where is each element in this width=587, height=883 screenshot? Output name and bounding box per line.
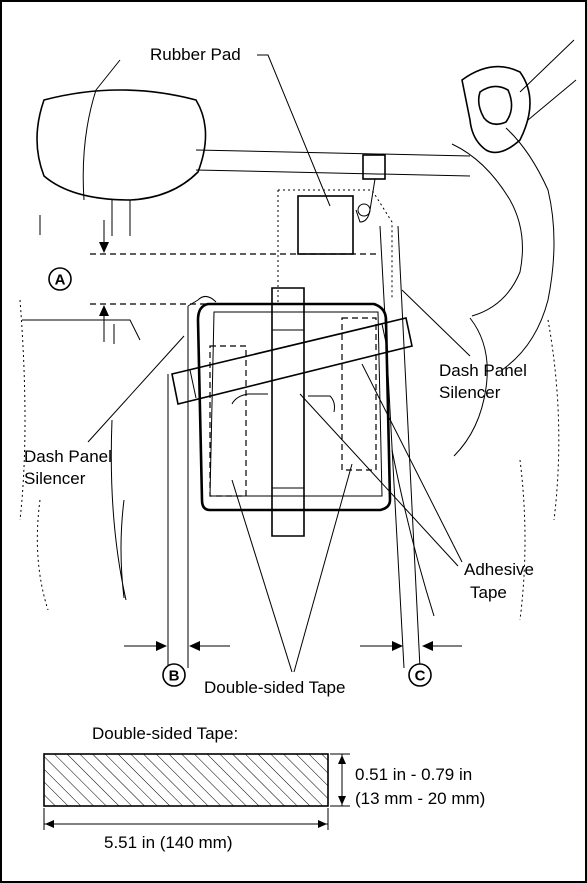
pedal-bar [195, 149, 471, 157]
dash-panel-silencer-right-leader [401, 289, 471, 357]
dash-panel-silencer-left-leader [87, 335, 185, 443]
rubber-pad-label: Rubber Pad [150, 45, 241, 64]
detail-height-line2: (13 mm - 20 mm) [355, 789, 485, 808]
dash-panel-silencer-left-line2: Silencer [24, 469, 86, 488]
adhesive-tape-diagonal [171, 317, 413, 405]
detail-width: 5.51 in (140 mm) [104, 833, 233, 852]
dash-panel-silencer-right-line2: Silencer [439, 383, 501, 402]
adhesive-tape-leader-1 [299, 393, 459, 567]
adhesive-tape-line2: Tape [470, 583, 507, 602]
double-sided-tape-left [209, 345, 247, 497]
marker-b-circle [162, 663, 186, 687]
silencer-body [196, 302, 392, 512]
marker-c: C [415, 668, 426, 685]
dash-panel-silencer-left-line1: Dash Panel [24, 447, 112, 466]
rubber-pad-leader [257, 54, 331, 207]
marker-b: B [169, 668, 180, 685]
pedal-assembly [19, 39, 577, 621]
rubber-pad [297, 195, 354, 255]
adhesive-tape-leader-2 [361, 363, 463, 563]
dash-panel-silencer-right-line1: Dash Panel [439, 361, 527, 380]
adhesive-tape-vertical [271, 287, 305, 537]
detail-title: Double-sided Tape: [92, 724, 238, 743]
double-sided-tape-right [341, 317, 377, 471]
tape-detail: Double-sided Tape: 0.51 in - 0.79 in (13… [43, 724, 485, 852]
double-sided-tape-leader-2 [293, 463, 353, 673]
gap-c: C [360, 225, 462, 687]
tape-cross-section [43, 753, 329, 807]
marker-c-circle [408, 663, 432, 687]
adhesive-tape-line1: Adhesive [464, 560, 534, 579]
marker-a: A [55, 272, 66, 289]
double-sided-tape-leader-1 [231, 479, 293, 673]
double-sided-tape-label: Double-sided Tape [204, 678, 345, 697]
dimension-a: A [48, 220, 380, 340]
marker-a-circle [48, 267, 72, 291]
gap-b: B [124, 299, 230, 687]
brake-pedal-pad [36, 89, 207, 201]
detail-height-line1: 0.51 in - 0.79 in [355, 765, 472, 784]
steering-column [461, 65, 531, 154]
